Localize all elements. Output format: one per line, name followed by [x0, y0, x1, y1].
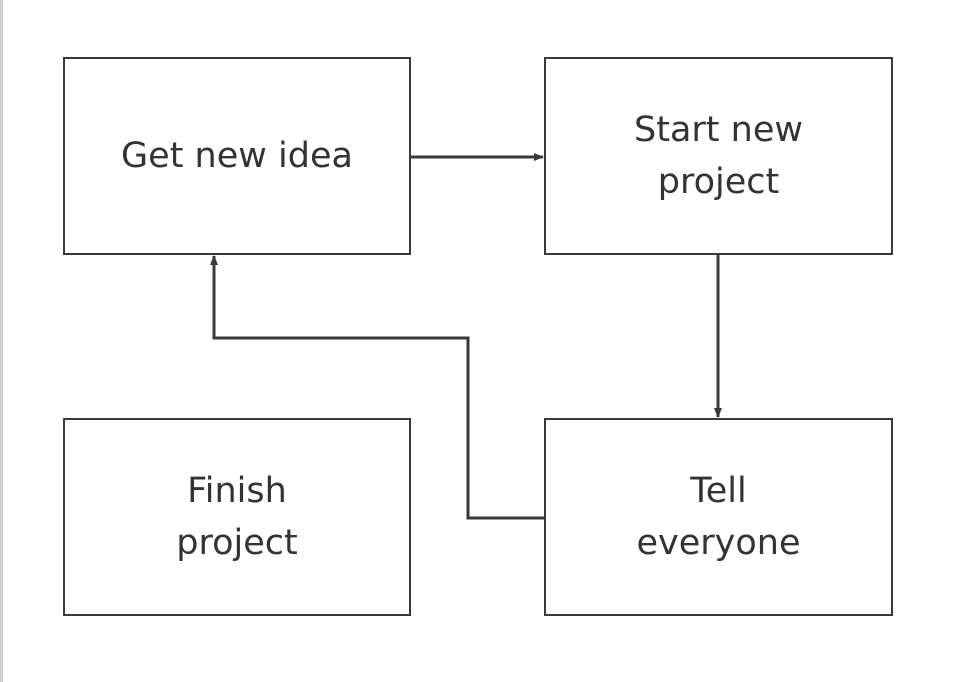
node-label-line: Finish: [187, 470, 287, 511]
node-label-line: Tell: [690, 470, 747, 511]
node-label-line: everyone: [636, 523, 801, 563]
node-label-line: Start new: [634, 109, 803, 150]
node-finish-project: Finish project: [63, 418, 411, 616]
node-label-line: Get new idea: [121, 135, 353, 176]
edge-tell-everyone-to-get-idea: [210, 255, 544, 520]
node-get-new-idea: Get new idea: [63, 57, 411, 255]
node-start-new-project: Start new project: [544, 57, 893, 255]
node-label-line: project: [657, 162, 780, 202]
node-label-line: project: [176, 523, 298, 563]
left-edge-line: [0, 0, 3, 682]
node-tell-everyone: Tell everyone: [544, 418, 893, 616]
